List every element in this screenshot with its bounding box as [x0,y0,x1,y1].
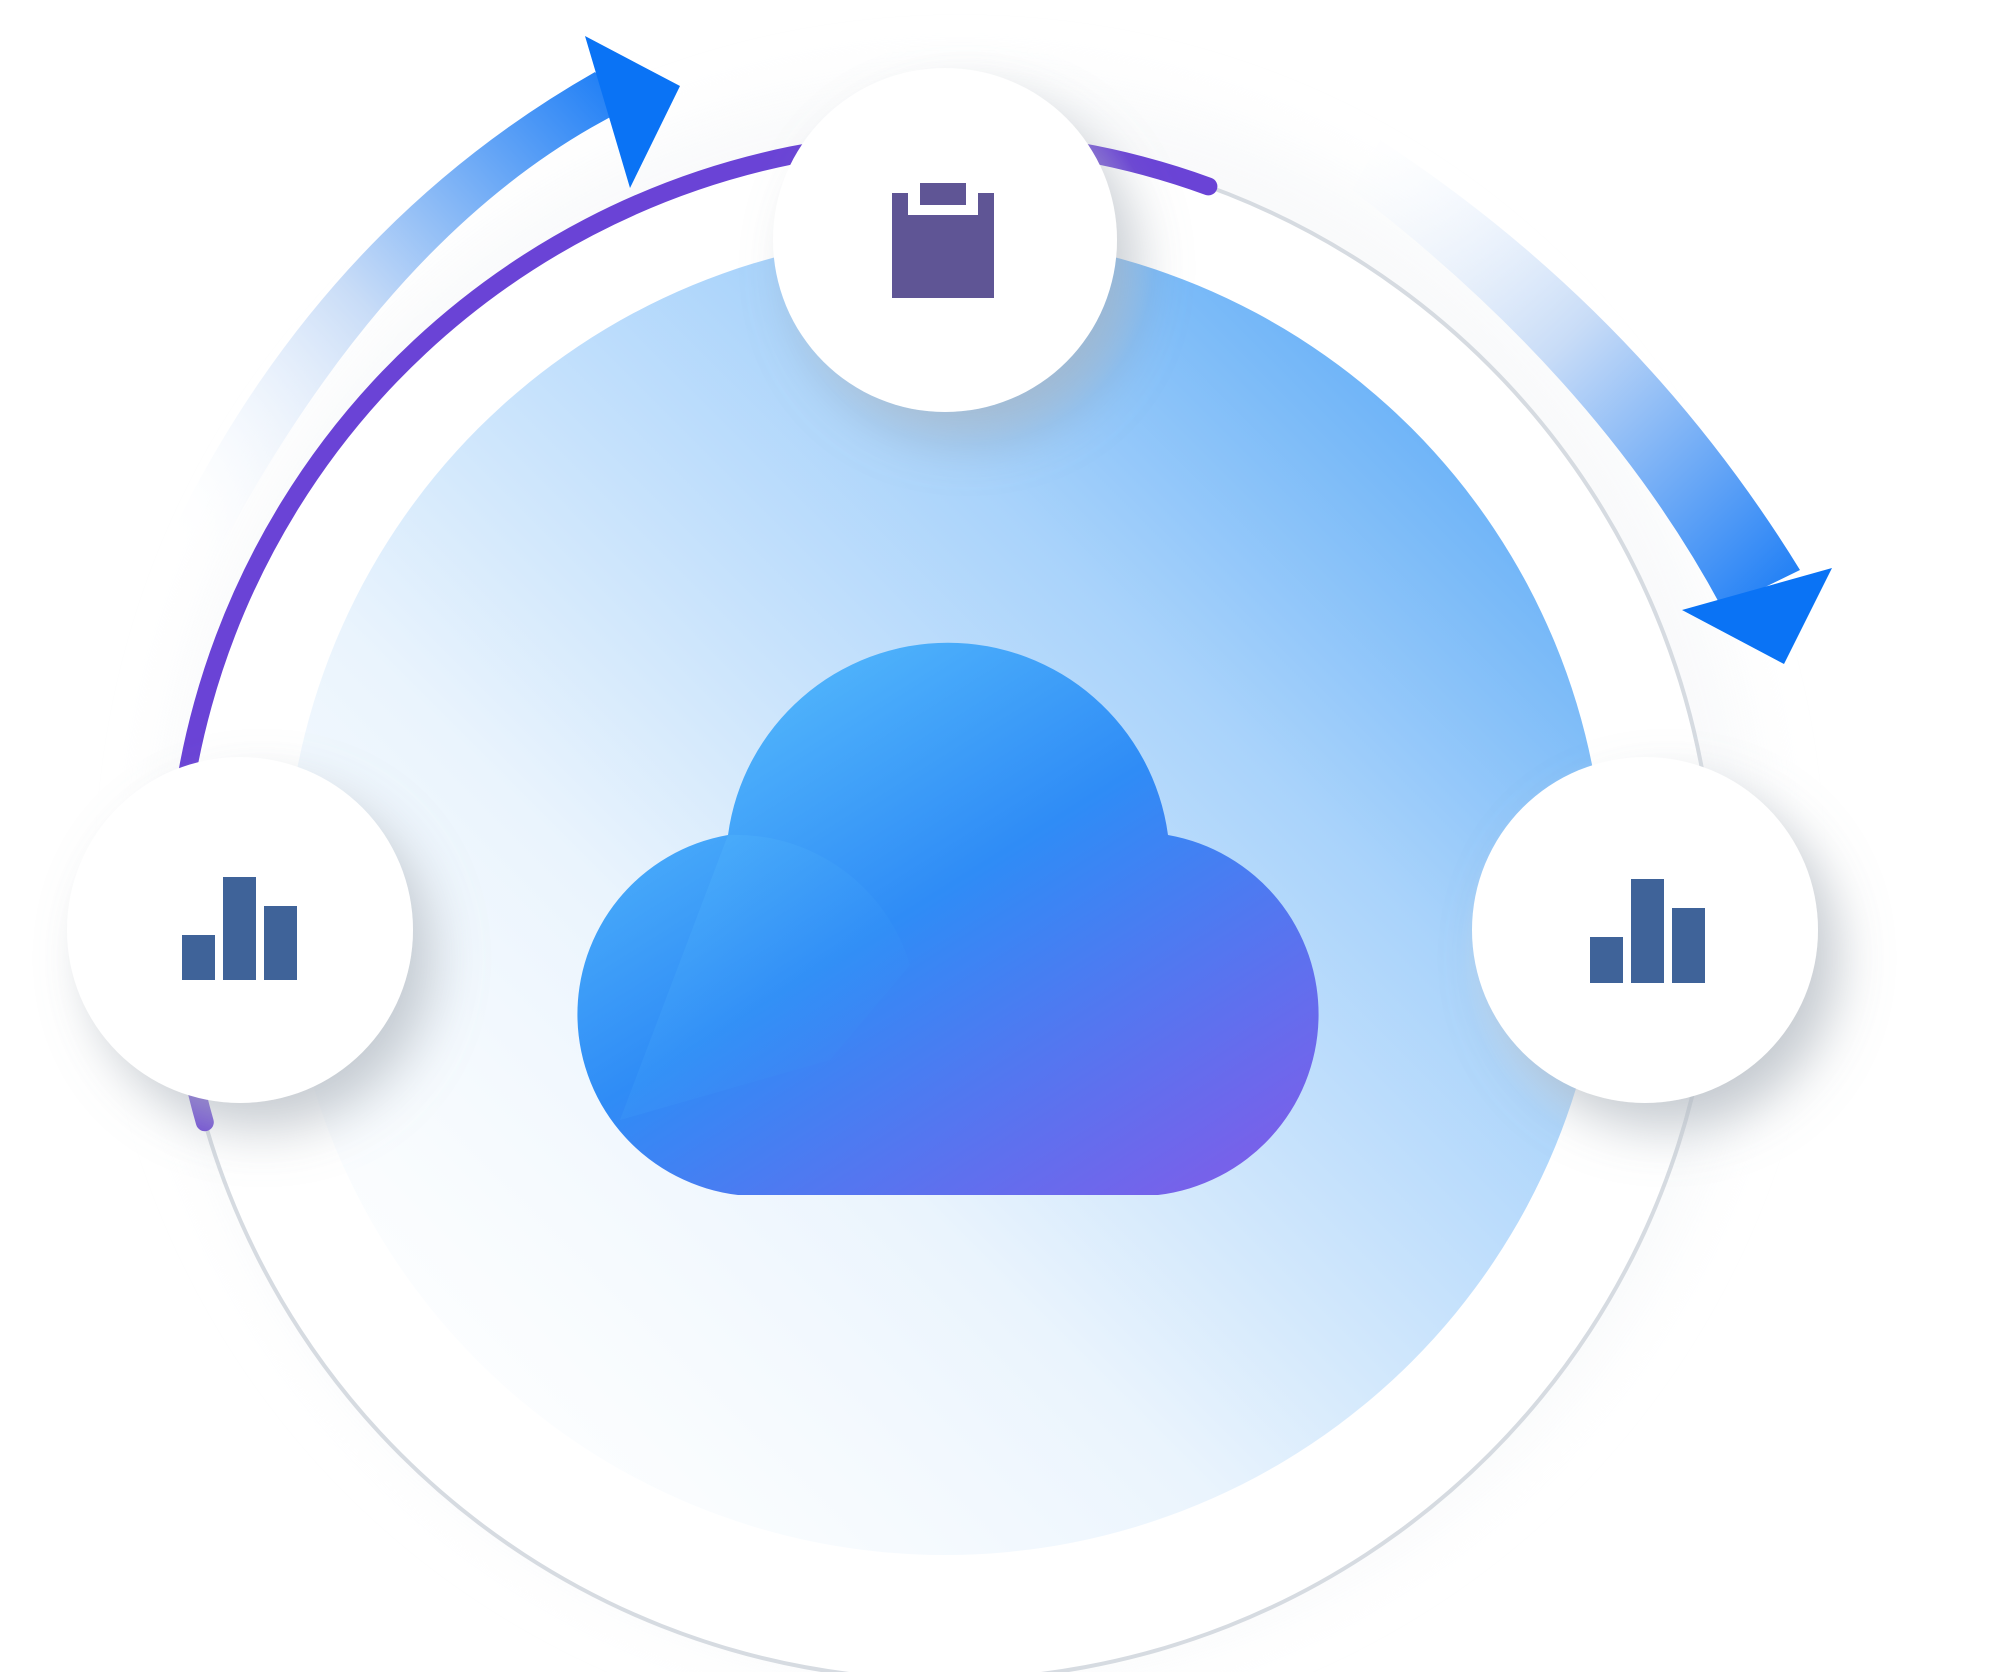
node-top[interactable] [773,65,1155,445]
bar-chart-icon [182,877,297,980]
bar-chart-icon [1590,879,1705,983]
curved-arrow-icon [150,36,680,592]
node-left[interactable] [55,750,455,1150]
cloud-icon [577,642,1319,1195]
clipboard-icon [892,183,994,298]
node-right[interactable] [1460,745,1870,1155]
curved-arrow-icon [1352,140,1832,664]
